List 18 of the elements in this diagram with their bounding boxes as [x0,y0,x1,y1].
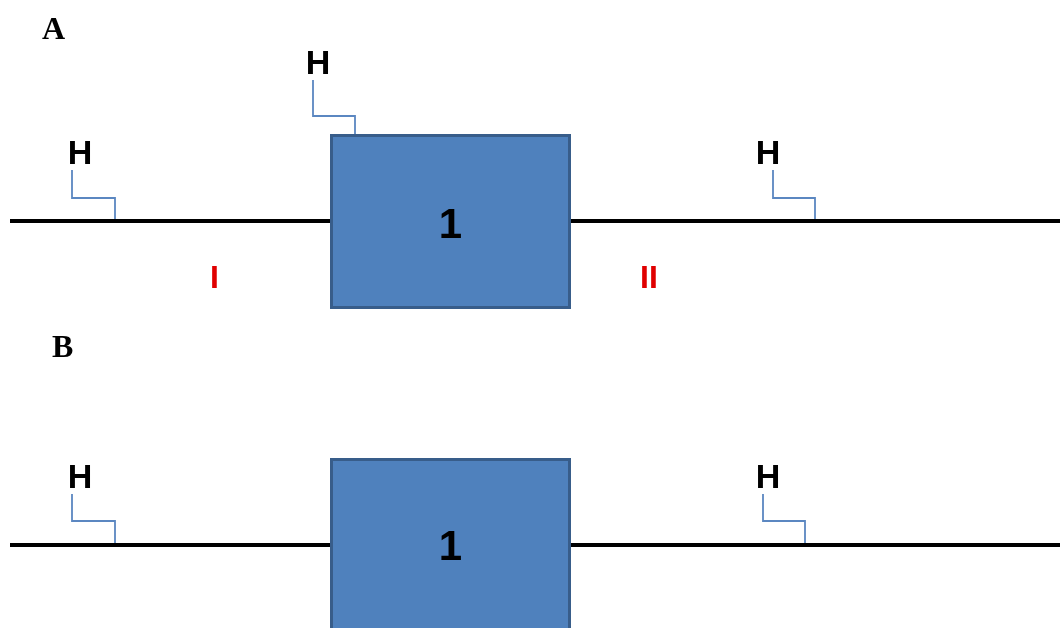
exon-box [330,134,571,309]
exon-number: 1 [438,525,463,567]
site-label: H [302,44,334,80]
site-label: H [752,458,784,494]
panel-letter: B [52,330,74,362]
strand-line [10,219,330,223]
exon-number: 1 [438,203,463,245]
leader-line [312,79,356,135]
region-label: II [640,261,658,293]
strand-line [571,219,1060,223]
strand-line [10,543,330,547]
site-label: H [64,134,96,170]
site-label: H [752,134,784,170]
exon-box [330,458,571,628]
region-label: I [210,261,219,293]
site-label: H [64,458,96,494]
panel-letter: A [42,12,66,44]
strand-line [571,543,1060,547]
